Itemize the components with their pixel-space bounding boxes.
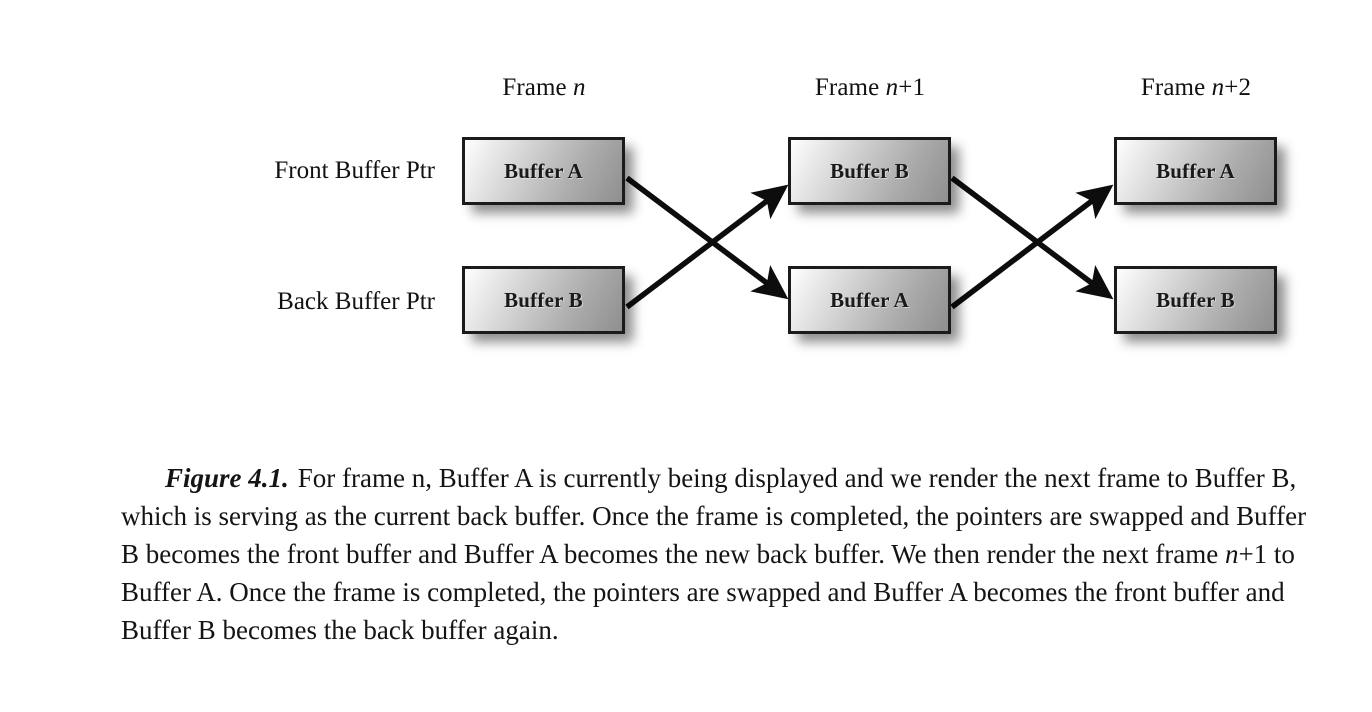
buffer-box-label: Buffer A <box>504 158 583 183</box>
buffer-box-label: Buffer B <box>1156 287 1235 312</box>
buffer-box-frame-n-front[interactable]: Buffer A <box>462 137 625 205</box>
frame-header-n2-var: n <box>1211 74 1225 101</box>
buffer-box-frame-n1-front[interactable]: Buffer B <box>788 137 951 205</box>
figure-number: Figure 4.1. <box>165 463 289 493</box>
buffer-box-label: Buffer B <box>830 158 909 183</box>
frame-header-n-plus-2: Frame n+2 <box>1140 74 1252 101</box>
frame-header-n1-var: n <box>885 74 899 101</box>
frame-header-n: Frame n <box>502 74 586 101</box>
buffer-box-frame-n-back[interactable]: Buffer B <box>462 266 625 334</box>
buffer-box-frame-n2-front[interactable]: Buffer A <box>1114 137 1277 205</box>
buffer-box-label: Buffer A <box>830 287 909 312</box>
caption-text-part2: +1 to Buffer A. Once the frame is comple… <box>121 539 1295 645</box>
arrow-back-n-to-front-n1 <box>625 184 789 310</box>
arrow-front-n1-to-back-n2 <box>950 175 1114 300</box>
caption-italic-n: n <box>1224 539 1239 569</box>
frame-header-n-var: n <box>573 74 586 101</box>
row-label-front-buffer-ptr: Front Buffer Ptr <box>274 157 435 184</box>
caption-text-part1: For frame n, Buffer A is currently being… <box>121 463 1307 569</box>
frame-header-n-plus-1: Frame n+1 <box>814 74 926 101</box>
double-buffering-diagram: Frame n Frame n+1 Frame n+2 Front Buffer… <box>274 74 1277 334</box>
figure-caption: Figure 4.1.For frame n, Buffer A is curr… <box>121 459 1309 649</box>
buffer-box-label: Buffer B <box>504 287 583 312</box>
row-label-back-buffer-ptr: Back Buffer Ptr <box>277 288 435 315</box>
arrows-layer <box>625 175 1114 310</box>
buffer-box-label: Buffer A <box>1156 158 1235 183</box>
buffer-box-frame-n2-back[interactable]: Buffer B <box>1114 266 1277 334</box>
arrow-front-n-to-back-n1 <box>625 175 789 300</box>
buffer-box-frame-n1-back[interactable]: Buffer A <box>788 266 951 334</box>
arrow-back-n1-to-front-n2 <box>950 184 1114 310</box>
